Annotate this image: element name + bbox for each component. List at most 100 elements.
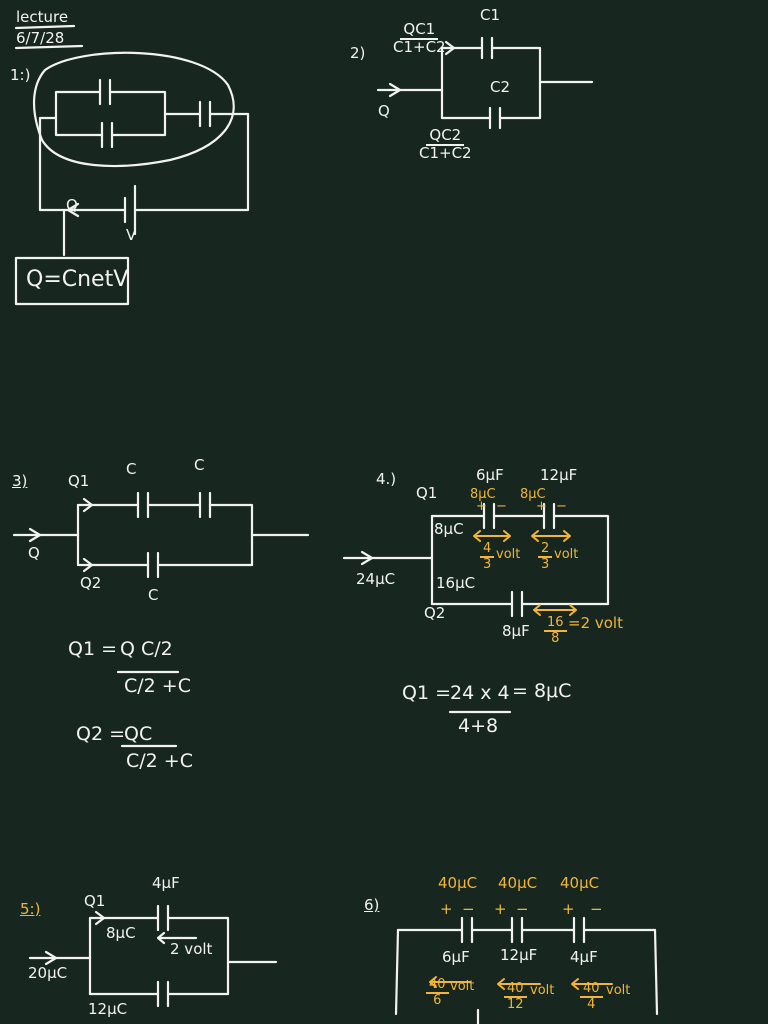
p3-charge: Q — [28, 544, 40, 562]
p6-series-wire — [396, 916, 657, 944]
p6-volt-1-unit: volt — [450, 979, 475, 994]
p6-charge-2: 40μC — [498, 874, 538, 892]
p5-volt: 2 volt — [170, 940, 213, 958]
p4-cap3-volt-num: 16 — [544, 616, 567, 632]
p1-voltage: V — [126, 226, 137, 244]
p4-cap3-volt-rest: =2 volt — [568, 614, 623, 632]
p1-circuit — [14, 51, 250, 306]
p6-volt-2: 40 12 — [504, 982, 527, 1011]
p3-bottom-arrow — [82, 557, 94, 573]
p1-loop — [32, 51, 235, 168]
p6-charge-1: 40μC — [438, 874, 478, 892]
p4-cap3-volt-arrow — [533, 604, 577, 616]
p6-charge-3: 40μC — [560, 874, 600, 892]
p2-top-charge-den: C1+C2 — [393, 37, 446, 56]
p3-label: 3) — [12, 472, 28, 490]
p4-input: 24μC — [356, 570, 396, 588]
p2-bottom-cap: C2 — [490, 78, 511, 96]
p6-circuit — [394, 916, 659, 1024]
p4-eq-den: 4+8 — [458, 715, 499, 737]
p2-bottom-branch — [440, 106, 542, 130]
p4-cap1-plus: + — [476, 499, 487, 514]
p3-q1: Q1 — [68, 472, 90, 490]
page-title: lecture — [16, 8, 69, 26]
p5-circuit — [28, 904, 278, 1008]
p6-minus-1: − — [462, 900, 475, 918]
p4-cap3-volt: 16 8 — [544, 616, 567, 645]
p3-cap-a: C — [126, 460, 137, 478]
p5-top-branch — [88, 904, 230, 996]
p6-arrow-1 — [429, 976, 471, 988]
p4-cap2-minus: − — [556, 499, 567, 514]
p1-outer-wire — [38, 112, 250, 212]
p4-cap2-volt-unit: volt — [554, 547, 579, 562]
p3-top-branch — [76, 491, 254, 567]
p5-label: 5:) — [20, 900, 41, 918]
p6-label: 6) — [364, 896, 380, 914]
p6-minus-2: − — [516, 900, 529, 918]
p3-eq1-den: C/2 +C — [124, 675, 191, 697]
p3-eq2-den: C/2 +C — [126, 750, 193, 772]
p4-cap1: 6μF — [476, 466, 504, 484]
p3-cap-b: C — [194, 456, 205, 474]
p2-top-charge: QC1 C1+C2 — [390, 21, 449, 56]
p5-q1: Q1 — [84, 892, 106, 910]
p4-cap2-volt-den: 3 — [541, 556, 550, 572]
p6-cap-2: 12μF — [500, 946, 538, 964]
p4-cap2-volt-arrow — [531, 530, 571, 542]
p4-bottom-branch — [430, 590, 610, 618]
p6-volt-3: 40 4 — [580, 982, 603, 1011]
p6-volt-2-den: 12 — [507, 996, 524, 1012]
p6-cap-1: 6μF — [442, 948, 470, 966]
p3-cap-c: C — [148, 586, 159, 604]
p1-cap-top — [98, 78, 112, 106]
p1-result: Q=CnetV — [26, 267, 129, 292]
p1-cap-bottom — [100, 121, 114, 149]
p2-bottom-charge-num: QC2 — [426, 127, 465, 146]
p1-charge: Q — [66, 196, 78, 214]
p6-plus-3: + — [562, 900, 575, 918]
p2-top-arrow — [444, 40, 456, 56]
p6-volt-1-den: 6 — [433, 992, 442, 1008]
p5-top-arrow — [94, 910, 106, 926]
p6-cap-3: 4μF — [570, 948, 598, 966]
p5-bottom-branch — [88, 980, 230, 1008]
p6-volt-3-unit: volt — [606, 983, 631, 998]
p6-plus-2: + — [494, 900, 507, 918]
p3-top-arrow — [82, 497, 94, 513]
p4-cap1-volt-arrow — [473, 530, 511, 542]
p4-cap1-minus: − — [496, 499, 507, 514]
p4-cap2-charge: 8μC — [520, 487, 546, 502]
p4-cap1-volt-num: 4 — [480, 542, 495, 558]
p1-result-box — [14, 256, 130, 306]
p3-eq1-left: Q1 = — [68, 638, 118, 660]
p5-bottom-charge: 12μC — [88, 1000, 128, 1018]
p5-cap1: 4μF — [152, 874, 180, 892]
p6-minus-3: − — [590, 900, 603, 918]
p4-q1: Q1 — [416, 484, 438, 502]
p6-loop — [394, 928, 659, 1016]
p4-cap1-volt: 4 3 — [480, 542, 495, 572]
p4-cap3: 8μF — [502, 622, 530, 640]
p6-plus-1: + — [440, 900, 453, 918]
p3-eq2-left: Q2 = — [76, 723, 126, 745]
p1-arrow — [66, 202, 80, 218]
p6-volt-2-unit: volt — [530, 983, 555, 998]
p5-top-charge: 8μC — [106, 924, 136, 942]
p3-input-arrow — [28, 527, 42, 543]
p1-battery — [123, 184, 137, 236]
p4-cap2-volt-num: 2 — [538, 542, 553, 558]
date-underline — [14, 44, 84, 50]
p4-circuit — [342, 502, 610, 714]
p3-eq2-num: QC — [124, 723, 153, 745]
p4-cap1-volt-den: 3 — [483, 556, 492, 572]
p4-cap1-charge: 8μC — [470, 487, 496, 502]
p4-cap2: 12μF — [540, 466, 578, 484]
p5-input: 20μC — [28, 964, 68, 982]
p4-input-arrow — [360, 550, 374, 566]
p3-q2: Q2 — [80, 574, 102, 592]
p1-series-cap — [163, 100, 250, 128]
p2-bottom-charge: QC2 C1+C2 — [416, 127, 475, 162]
p2-input-arrow — [388, 82, 402, 98]
